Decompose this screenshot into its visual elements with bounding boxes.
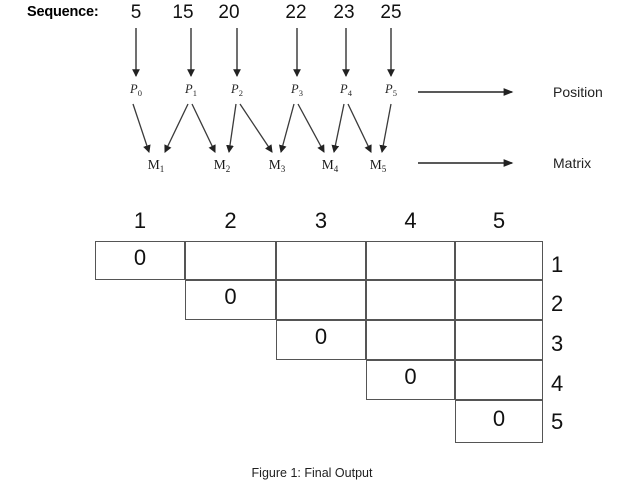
figure-caption: Figure 1: Final Output: [251, 466, 373, 480]
matrix-cell-r1-c4[interactable]: [366, 241, 455, 280]
matrix-label-m2: M2: [205, 157, 239, 174]
matrix-cell-r1-c3[interactable]: [276, 241, 366, 280]
matrix-cell-r2-c2[interactable]: [185, 280, 276, 320]
matrix-column-header-3: 3: [314, 208, 328, 233]
matrix-base: M: [147, 157, 160, 172]
matrix-subscript: 2: [225, 164, 231, 174]
matrix-row-header-5: 5: [551, 409, 564, 434]
matrix-cell-r2-c4[interactable]: [366, 280, 455, 320]
matrix-cell-r1-c5[interactable]: [455, 241, 543, 280]
matrix-cell-r4-c5[interactable]: [455, 360, 543, 400]
matrix-label-m3: M3: [260, 157, 294, 174]
matrix-cell-value-r1-c1: 0: [133, 244, 147, 270]
sequence-value-5: 25: [380, 2, 402, 23]
matrix-cell-r1-c1[interactable]: [95, 241, 185, 280]
matrix-label-m1: M1: [139, 157, 173, 174]
matrix-cell-value-r5-c5: 0: [492, 405, 506, 431]
sequence-value-4: 23: [333, 2, 355, 23]
position-label-p0: P0: [119, 82, 153, 98]
matrix-base: M: [321, 157, 334, 172]
matrix-cell-r1-c2[interactable]: [185, 241, 276, 280]
matrix-row-header-3: 3: [551, 331, 564, 356]
position-label-p1: P1: [174, 82, 208, 98]
position-subscript: 0: [137, 87, 142, 98]
sequence-label: Sequence:: [27, 4, 99, 20]
matrix-cell-r4-c4[interactable]: [366, 360, 455, 400]
position-base: P: [340, 82, 348, 96]
matrix-cell-r3-c4[interactable]: [366, 320, 455, 360]
position-base: P: [291, 82, 299, 96]
matrix-column-header-4: 4: [404, 208, 417, 233]
matrix-base: M: [213, 157, 226, 172]
position-label-p3: P3: [280, 82, 314, 98]
sequence-value-2: 20: [218, 2, 240, 23]
sequence-value-3: 22: [285, 2, 307, 23]
matrix-subscript: 3: [280, 164, 286, 174]
matrix-cell-value-r4-c4: 0: [404, 364, 417, 389]
matrix-cell-value-r2-c2: 0: [224, 284, 237, 309]
matrix-cell-r2-c5[interactable]: [455, 280, 543, 320]
matrix-base: M: [268, 157, 281, 172]
matrix-column-header-1: 1: [133, 208, 147, 233]
matrix-row-header-1: 1: [551, 252, 564, 277]
position-base: P: [385, 82, 393, 96]
matrix-row-label: Matrix: [553, 155, 592, 171]
matrix-row-header-4: 4: [551, 371, 564, 396]
matrix-label-m5: M5: [361, 157, 395, 174]
position-label-p2: P2: [220, 82, 254, 98]
position-label-p5: P5: [374, 82, 408, 98]
matrix-label-m4: M4: [313, 157, 347, 174]
position-label-p4: P4: [329, 82, 363, 98]
position-subscript: 3: [298, 87, 303, 98]
position-base: P: [185, 82, 193, 96]
matrix-base: M: [369, 157, 382, 172]
matrix-subscript: 1: [159, 164, 165, 174]
matrix-cell-value-r3-c3: 0: [314, 324, 328, 349]
sequence-value-1: 15: [172, 2, 194, 23]
matrix-cell-r2-c3[interactable]: [276, 280, 366, 320]
matrix-column-header-5: 5: [492, 208, 506, 233]
position-subscript: 4: [347, 87, 352, 98]
matrix-column-header-2: 2: [224, 208, 237, 233]
matrix-subscript: 4: [333, 164, 339, 174]
matrix-cell-r3-c5[interactable]: [455, 320, 543, 360]
position-subscript: 1: [192, 87, 197, 98]
position-base: P: [130, 82, 138, 96]
position-base: P: [231, 82, 239, 96]
position-subscript: 2: [238, 87, 243, 98]
matrix-cell-r5-c5[interactable]: [455, 400, 543, 443]
position-row-label: Position: [553, 84, 603, 100]
matrix-subscript: 5: [381, 164, 387, 174]
matrix-cell-r3-c3[interactable]: [276, 320, 366, 360]
position-subscript: 5: [392, 87, 397, 98]
matrix-row-header-2: 2: [551, 291, 564, 316]
sequence-value-0: 5: [130, 2, 142, 23]
